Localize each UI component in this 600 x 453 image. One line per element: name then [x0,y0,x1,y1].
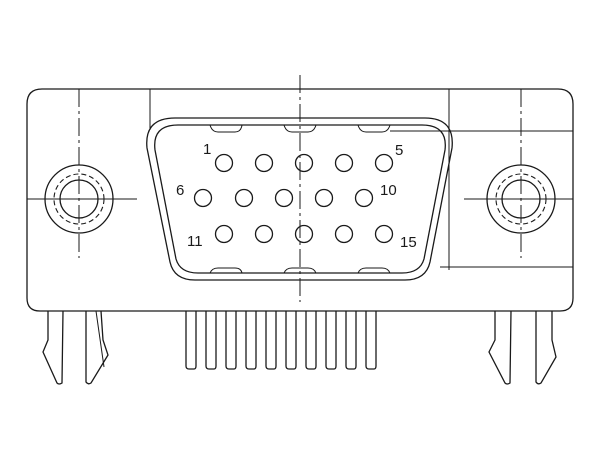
top-tab-1 [209,124,243,133]
mounting-hole-right [464,89,573,258]
d-shell-inner [154,124,446,274]
top-tab-2 [283,124,317,133]
bottom-tab-1 [209,267,243,274]
pin-label-5: 5 [395,142,403,159]
d-shell-outer [146,117,453,281]
bottom-tab-2 [283,267,317,274]
pin-row-bottom [214,224,394,244]
board-lock-left [42,310,109,385]
top-tab-3 [357,124,391,133]
pin-label-6: 6 [176,182,184,199]
pin-row-top [214,153,394,173]
pin-label-11: 11 [187,233,203,250]
tail-pins [185,311,377,370]
bottom-tab-3 [357,267,391,274]
pin-label-1: 1 [203,141,211,158]
mounting-hole-left [27,89,137,258]
pin-label-10: 10 [380,182,397,199]
board-lock-right [488,310,557,385]
pin-label-15: 15 [400,234,417,251]
flange-outline [26,88,574,312]
pin-row-middle [193,188,374,208]
